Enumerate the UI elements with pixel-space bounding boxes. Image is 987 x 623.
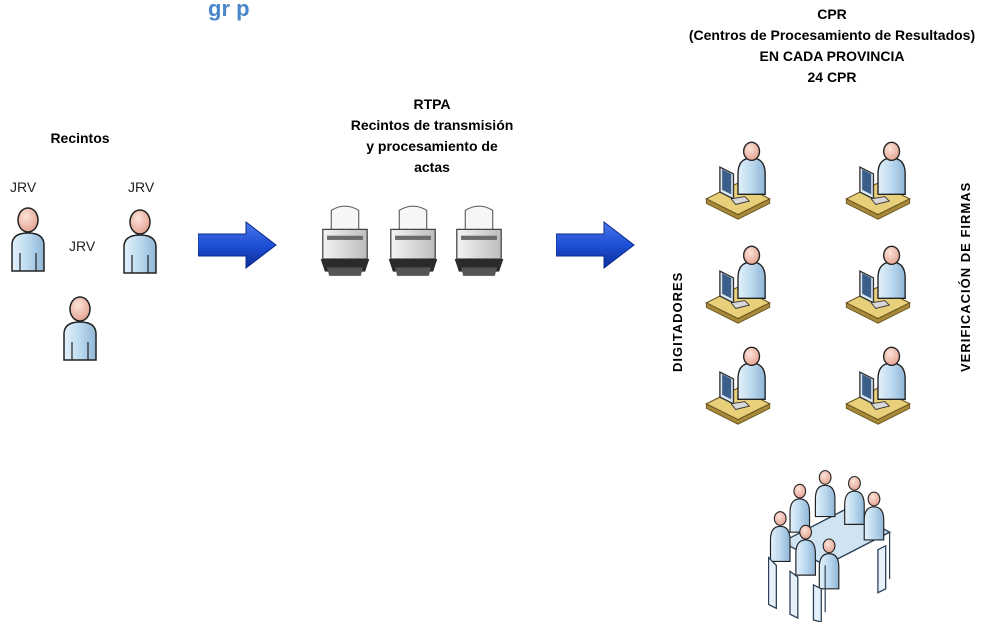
cpr-line: (Centros de Procesamiento de Resultados) bbox=[688, 27, 976, 43]
user-icon bbox=[120, 205, 160, 275]
rtpa-heading: RTPA Recintos de transmisión y procesami… bbox=[322, 94, 542, 178]
computer-operator-icon bbox=[843, 345, 913, 431]
jrv-label: JRV bbox=[69, 238, 96, 254]
scanner-icon bbox=[386, 204, 440, 278]
meeting-table-icon bbox=[768, 456, 896, 622]
user-icon bbox=[8, 203, 48, 273]
partial-title: gr p bbox=[208, 0, 250, 21]
computer-operator-icon bbox=[703, 244, 773, 330]
cpr-title: CPR bbox=[817, 6, 847, 22]
rtpa-line: actas bbox=[414, 159, 450, 175]
cpr-line: EN CADA PROVINCIA bbox=[759, 48, 905, 64]
computer-operator-icon bbox=[703, 140, 773, 226]
scanner-icon bbox=[452, 204, 506, 278]
computer-operator-icon bbox=[703, 345, 773, 431]
recintos-title: Recintos bbox=[50, 130, 110, 146]
right-arrow-icon bbox=[556, 220, 636, 270]
verificacion-firmas-label: VERIFICACIÓN DE FIRMAS bbox=[958, 181, 973, 372]
user-icon bbox=[60, 292, 100, 362]
rtpa-title: RTPA bbox=[413, 96, 451, 112]
rtpa-line: Recintos de transmisión bbox=[350, 117, 514, 133]
jrv-label: JRV bbox=[10, 179, 37, 195]
rtpa-line: y procesamiento de bbox=[366, 138, 498, 154]
scanner-icon bbox=[318, 204, 372, 278]
computer-operator-icon bbox=[843, 244, 913, 330]
right-arrow-icon bbox=[198, 220, 278, 270]
cpr-line: 24 CPR bbox=[807, 69, 857, 85]
cpr-heading: CPR (Centros de Procesamiento de Resulta… bbox=[672, 4, 987, 88]
digitadores-label: DIGITADORES bbox=[670, 271, 685, 372]
jrv-label: JRV bbox=[128, 179, 155, 195]
computer-operator-icon bbox=[843, 140, 913, 226]
